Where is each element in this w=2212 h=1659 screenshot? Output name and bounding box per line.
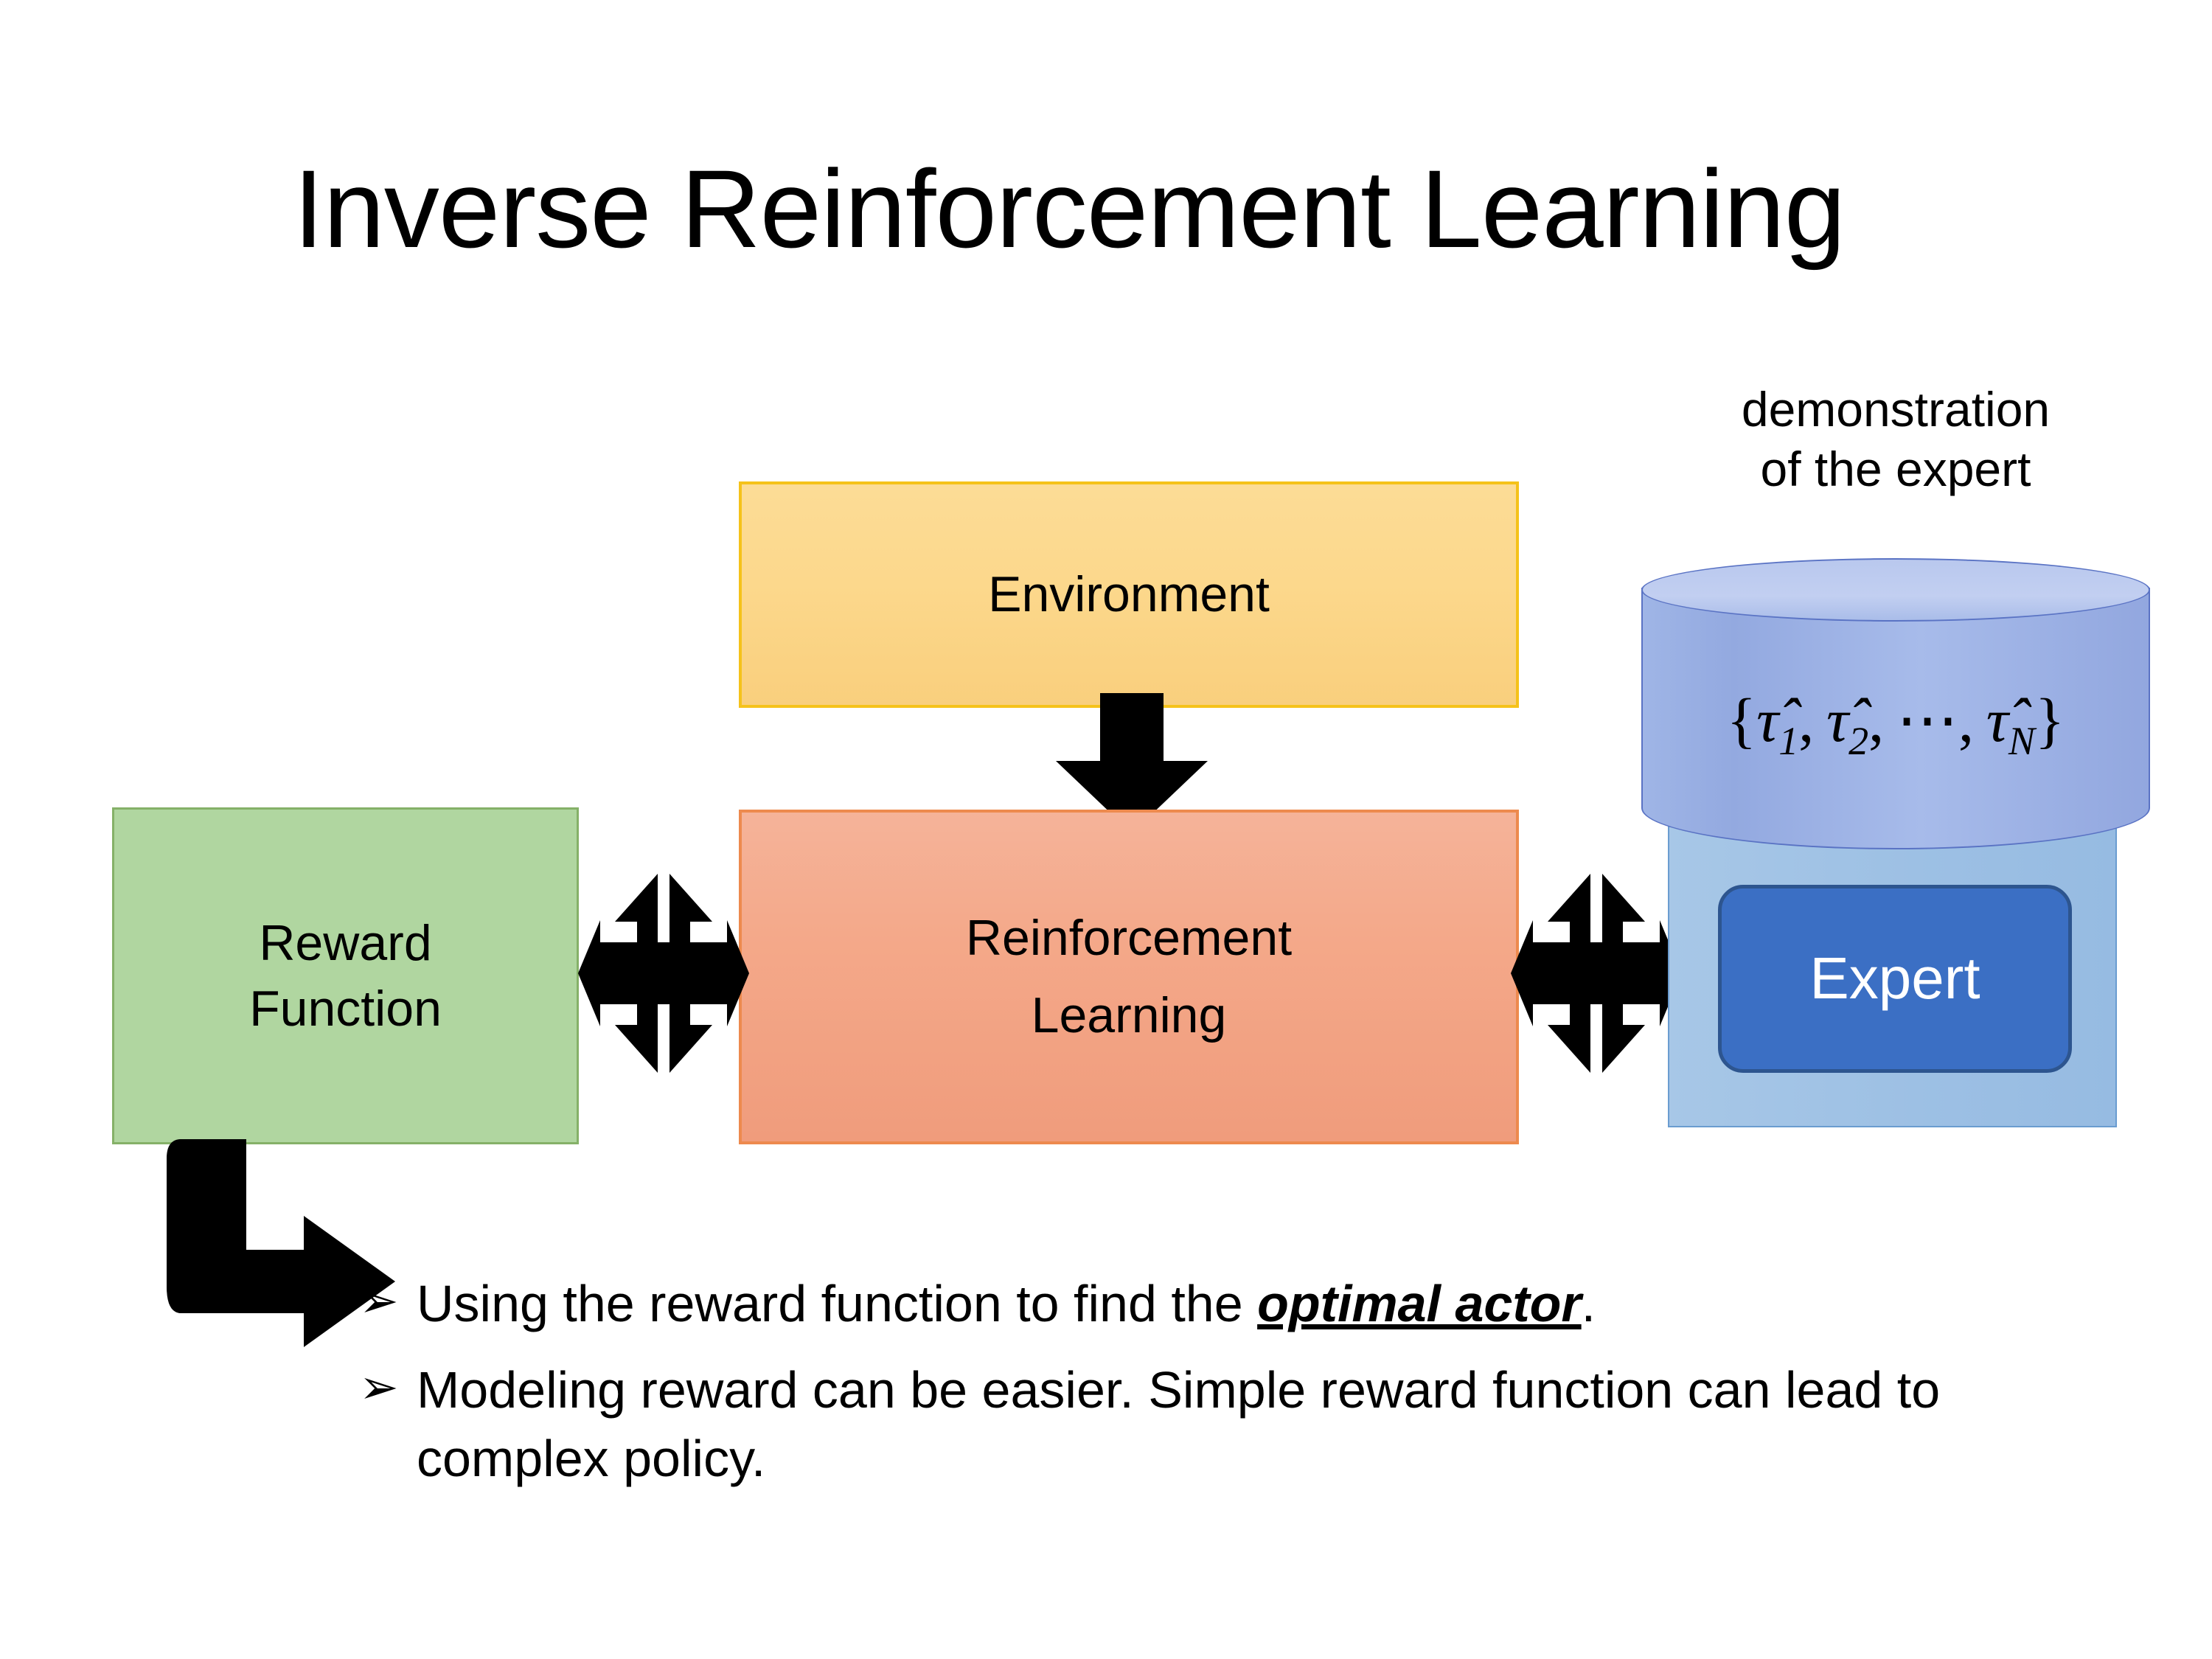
quad-arrow-icon-left [578, 863, 749, 1084]
bullet-list: ➢ Using the reward function to find the … [359, 1270, 2055, 1511]
reinforcement-learning-box[interactable]: Reinforcement Learning [739, 810, 1519, 1144]
reinforcement-learning-box-label: Reinforcement Learning [966, 900, 1292, 1055]
elbow-arrow-icon [167, 1139, 395, 1347]
environment-box[interactable]: Environment [739, 481, 1519, 708]
down-arrow-icon [1056, 693, 1208, 833]
formula-tau-2: τ̂ [1826, 686, 1849, 755]
environment-box-label: Environment [988, 566, 1270, 622]
formula-sub-2: 2 [1848, 718, 1869, 763]
demonstration-caption-line2: of the expert [1760, 441, 2031, 496]
formula-comma-1: , [1798, 686, 1815, 755]
expert-box-label: Expert [1809, 945, 1980, 1012]
cylinder-body [1641, 588, 2150, 849]
formula-sub-1: 1 [1778, 718, 1799, 763]
formula-sub-n: N [2008, 718, 2035, 763]
reward-function-box[interactable]: Reward Function [112, 807, 579, 1144]
rl-label-line2: Learning [1031, 987, 1227, 1043]
formula-tau-n: τ̂ [1986, 686, 2008, 755]
reward-label-line2: Function [249, 980, 442, 1037]
formula-open-brace: { [1726, 686, 1757, 755]
cylinder-top-ellipse [1641, 558, 2150, 622]
reward-function-box-label: Reward Function [249, 911, 442, 1041]
reward-label-line1: Reward [259, 915, 432, 972]
list-item: ➢ Modeling reward can be easier. Simple … [359, 1356, 2055, 1493]
rl-label-line1: Reinforcement [965, 909, 1293, 966]
bullet-1-emphasis: optimal actor [1257, 1275, 1582, 1332]
trajectory-set-formula: {τ̂1, τ̂2, ⋯, τ̂N} [1641, 684, 2150, 764]
formula-ellipsis: ⋯ [1896, 686, 1958, 755]
demonstration-cylinder[interactable]: {τ̂1, τ̂2, ⋯, τ̂N} [1641, 558, 2150, 852]
expert-box[interactable]: Expert [1718, 885, 2072, 1073]
bullet-text-1: Using the reward function to find the op… [417, 1270, 2055, 1338]
page-title: Inverse Reinforcement Learning [293, 147, 1846, 271]
formula-comma-3: , [1958, 686, 1974, 755]
list-item: ➢ Using the reward function to find the … [359, 1270, 2055, 1338]
bullet-arrow-icon: ➢ [359, 1360, 399, 1414]
quad-arrow-icon-right [1511, 863, 1682, 1084]
bullet-text-2: Modeling reward can be easier. Simple re… [417, 1361, 1941, 1488]
bullet-1-text-after: . [1581, 1275, 1596, 1332]
bullet-1-text-before: Using the reward function to find the [417, 1275, 1258, 1332]
demonstration-caption-line1: demonstration [1741, 382, 2051, 437]
bullet-arrow-icon: ➢ [359, 1274, 399, 1327]
demonstration-caption: demonstration of the expert [1641, 380, 2150, 498]
formula-comma-2: , [1868, 686, 1885, 755]
formula-close-brace: } [2034, 686, 2065, 755]
formula-tau-1: τ̂ [1756, 686, 1779, 755]
